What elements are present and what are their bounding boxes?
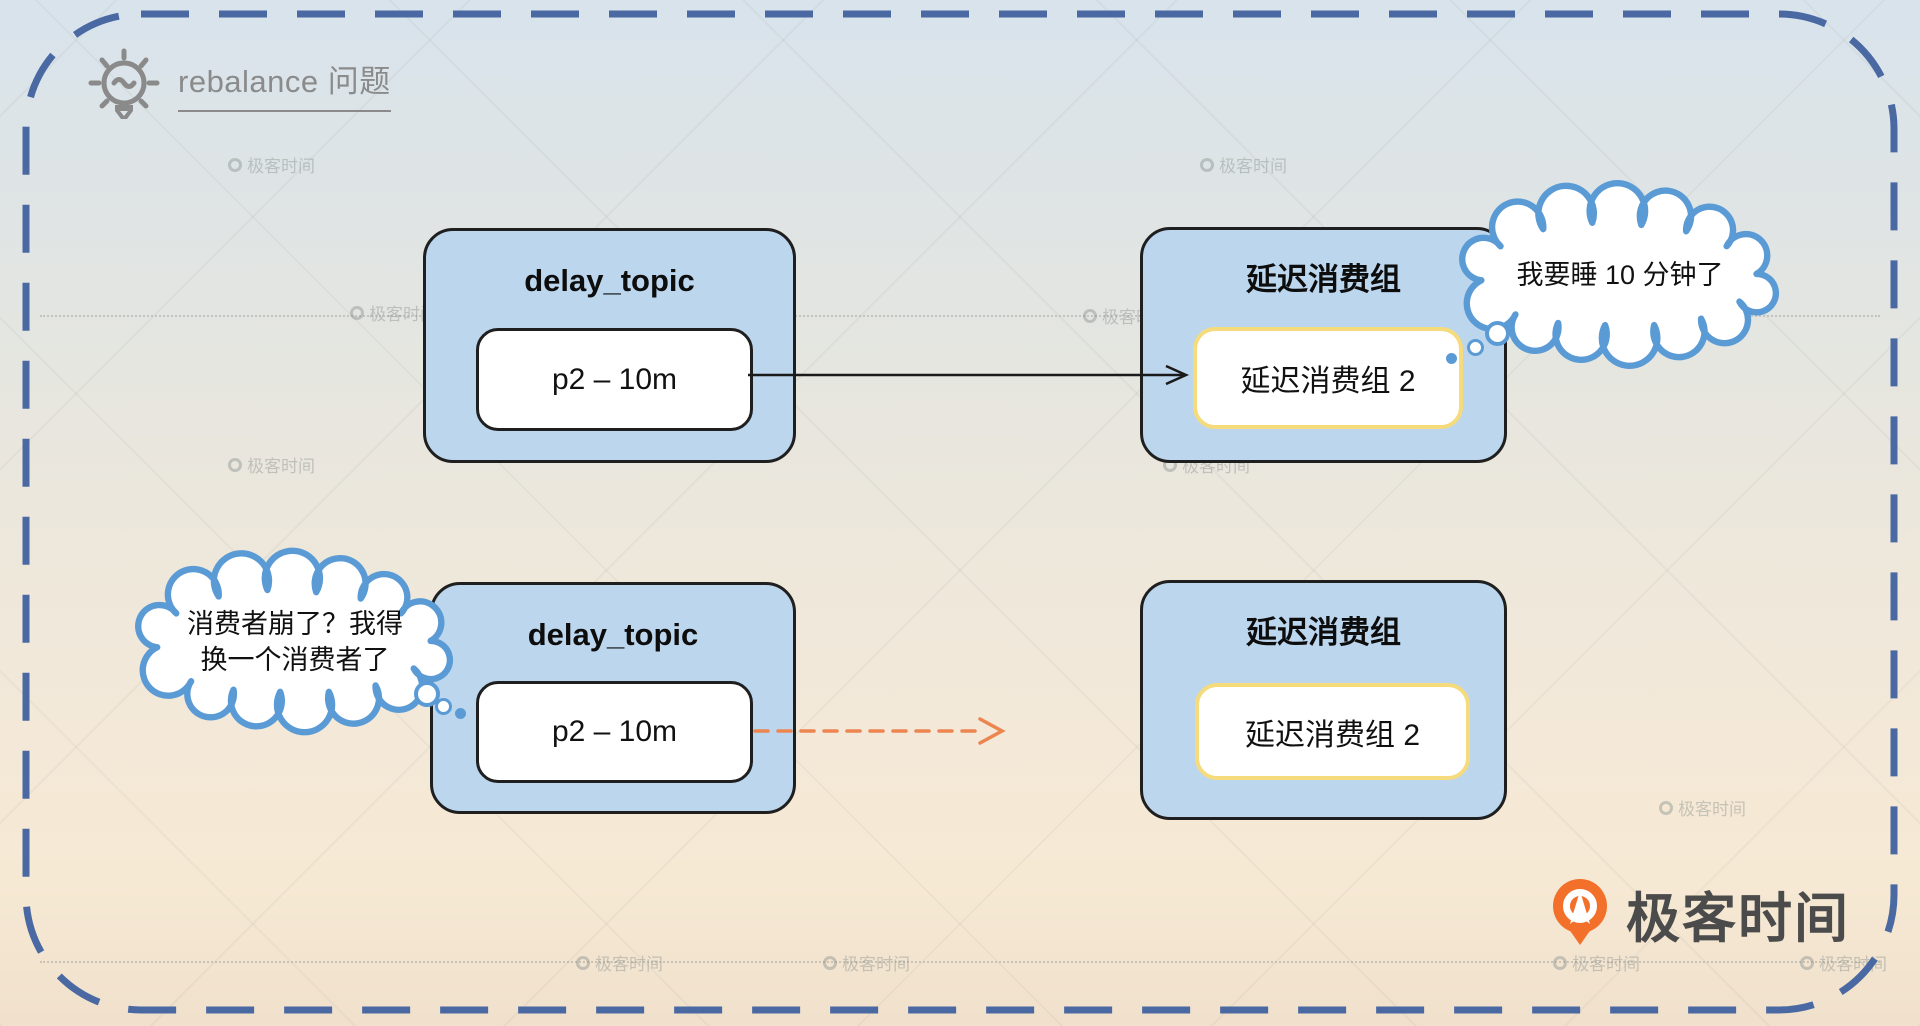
watermark: 极客时间 bbox=[576, 950, 663, 975]
node-title: 延迟消费组 bbox=[1246, 262, 1401, 297]
watermark: 极客时间 bbox=[1200, 152, 1287, 177]
geektime-pin-icon bbox=[350, 305, 364, 320]
consumer-box-top: 延迟消费组 2 bbox=[1193, 327, 1463, 429]
node-title: delay_topic bbox=[527, 617, 699, 652]
node-title: 延迟消费组 bbox=[1246, 615, 1401, 650]
watermark: 极客时间 bbox=[1800, 950, 1887, 975]
geektime-pin-icon bbox=[228, 157, 242, 172]
geektime-logo-text: 极客时间 bbox=[1626, 889, 1850, 949]
thought-dot-medium bbox=[1467, 339, 1484, 356]
solid-arrow-top bbox=[748, 364, 1190, 386]
consumer-label: 延迟消费组 2 bbox=[1244, 718, 1421, 752]
geektime-logo: 极客时间 bbox=[1548, 874, 1850, 953]
watermark: 极客时间 bbox=[228, 452, 315, 477]
node-delay-topic-top: delay_topic p2 – 10m bbox=[423, 228, 796, 463]
consumer-label: 延迟消费组 2 bbox=[1240, 365, 1416, 398]
thought-dot-small bbox=[1446, 353, 1457, 364]
geektime-pin-icon bbox=[1800, 955, 1814, 970]
node-delay-consumer-group-top: 延迟消费组 延迟消费组 2 bbox=[1140, 227, 1507, 463]
watermark: 极客时间 bbox=[228, 152, 315, 177]
geektime-pin-icon bbox=[228, 457, 242, 472]
page-title: rebalance 问题 bbox=[178, 56, 391, 112]
geektime-logo-icon bbox=[1553, 878, 1607, 945]
node-delay-topic-bottom: delay_topic p2 – 10m bbox=[430, 582, 796, 814]
partition-box-p2-top: p2 – 10m bbox=[476, 328, 753, 431]
lightbulb-icon bbox=[88, 48, 160, 119]
thought-dot-small bbox=[455, 708, 466, 719]
bubble-text-line1: 消费者崩了？我得 bbox=[187, 609, 403, 639]
node-title: delay_topic bbox=[524, 263, 695, 298]
geektime-pin-icon bbox=[1553, 955, 1567, 970]
thought-bubble-sleep: 我要睡 10 分钟了 bbox=[1459, 180, 1780, 369]
bubble-text-line2: 换一个消费者了 bbox=[200, 645, 390, 675]
watermark: 极客时间 bbox=[1553, 950, 1640, 975]
thought-bubble-crash: 消费者崩了？我得 换一个消费者了 bbox=[135, 547, 454, 736]
watermark: 极客时间 bbox=[823, 950, 910, 975]
thought-dot-medium bbox=[435, 698, 452, 715]
thought-dot-large bbox=[1485, 321, 1510, 346]
watermark: 极客时间 bbox=[1659, 795, 1746, 820]
geektime-pin-icon bbox=[1083, 308, 1097, 323]
geektime-pin-icon bbox=[823, 955, 837, 970]
bubble-text: 我要睡 10 分钟了 bbox=[1516, 260, 1724, 290]
partition-label: p2 – 10m bbox=[551, 715, 678, 748]
geektime-pin-icon bbox=[1200, 157, 1214, 172]
geektime-pin-icon bbox=[576, 955, 590, 970]
partition-label: p2 – 10m bbox=[551, 362, 678, 396]
node-delay-consumer-group-bottom: 延迟消费组 延迟消费组 2 bbox=[1140, 580, 1507, 820]
consumer-box-bottom: 延迟消费组 2 bbox=[1195, 683, 1470, 780]
geektime-pin-icon bbox=[1659, 800, 1673, 815]
partition-box-p2-bottom: p2 – 10m bbox=[476, 681, 753, 783]
